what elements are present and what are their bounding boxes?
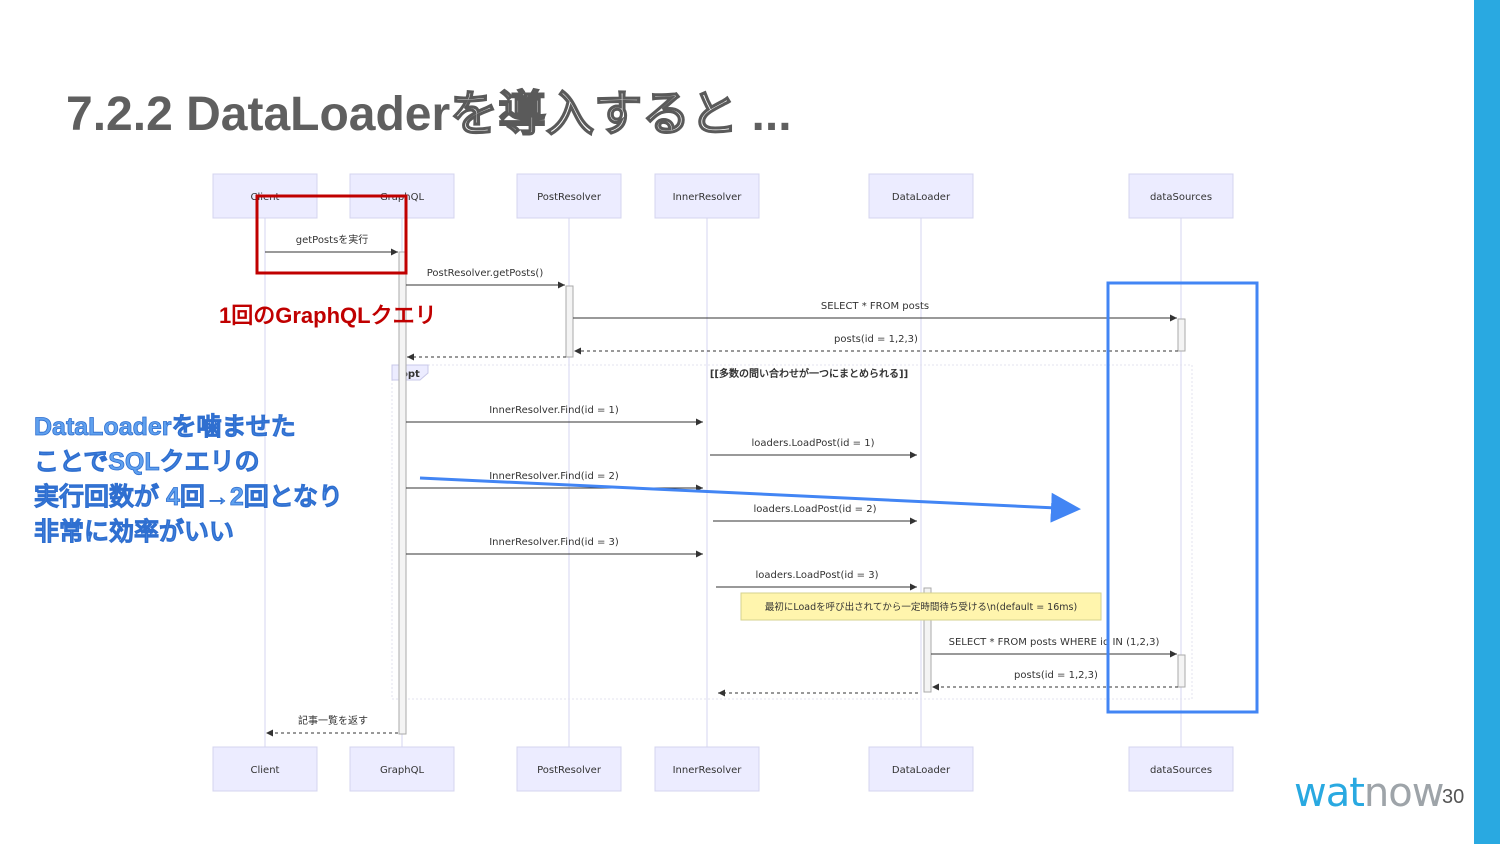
red-highlight-box <box>255 194 408 275</box>
blue-highlight-box <box>1106 281 1259 714</box>
blue-annotation-line: 非常に効率がいい <box>34 518 235 547</box>
blue-annotation-line: DataLoaderを噛ませた <box>34 413 297 442</box>
accent-sidebar <box>1474 0 1500 844</box>
opt-condition: [[多数の問い合わせが一つにまとめられる]] <box>710 367 908 380</box>
participant-label: DataLoader <box>892 765 951 776</box>
participant-label: dataSources <box>1150 765 1212 776</box>
message-label: loaders.LoadPost(id = 3) <box>756 570 879 581</box>
title-jp: を導入すると <box>449 86 739 142</box>
blue-annotation-line: ことでSQLクエリの <box>34 448 260 477</box>
participant-label: InnerResolver <box>673 192 743 203</box>
opt-label: opt <box>401 369 420 380</box>
participant-label: PostResolver <box>537 765 602 776</box>
participant-label: dataSources <box>1150 192 1212 203</box>
title-prefix: 7.2.2 DataLoader <box>66 88 451 141</box>
message-label: posts(id = 1,2,3) <box>834 334 918 345</box>
activations <box>398 251 1186 735</box>
red-annotation: 1回のGraphQLクエリ <box>219 303 437 328</box>
slide-title: 7.2.2 DataLoaderを導入すると ... <box>66 88 792 141</box>
participant-box <box>349 746 455 792</box>
participant-box <box>868 173 974 219</box>
timing-note: 最初にLoadを呼び出されてから一定時間待ち受ける\n(default = 16… <box>740 592 1102 621</box>
blue-annotation: DataLoaderを噛ませた ことでSQLクエリの 実行回数が 4回→2回とな… <box>34 410 344 550</box>
participant-label: PostResolver <box>537 192 602 203</box>
logo-now: now <box>1363 770 1445 816</box>
participant-label: DataLoader <box>892 192 951 203</box>
participant-box <box>516 746 622 792</box>
message-label: InnerResolver.Find(id = 3) <box>489 537 619 548</box>
page-number: 30 <box>1442 786 1465 808</box>
blue-annotation-line: 実行回数が 4回→2回となり <box>34 483 344 512</box>
participant-label: GraphQL <box>380 765 425 776</box>
message-label: 記事一覧を返す <box>298 714 368 727</box>
watnow-logo: watnow <box>1294 770 1445 816</box>
participant-box <box>1128 746 1234 792</box>
participant-box <box>654 173 760 219</box>
participants-bottom: Client GraphQL PostResolver InnerResolve… <box>212 746 1234 792</box>
title-suffix: ... <box>738 88 792 141</box>
logo-wat: wat <box>1294 770 1365 816</box>
message-label: posts(id = 1,2,3) <box>1014 670 1098 681</box>
message-label: InnerResolver.Find(id = 2) <box>489 471 619 482</box>
blue-arrow <box>419 476 1081 523</box>
message-label: SELECT * FROM posts <box>821 301 929 312</box>
participant-label: Client <box>251 765 280 776</box>
participant-box <box>654 746 760 792</box>
participant-box <box>516 173 622 219</box>
message-label: getPostsを実行 <box>296 233 369 246</box>
message-label: SELECT * FROM posts WHERE id IN (1,2,3) <box>949 637 1160 648</box>
note-text: 最初にLoadを呼び出されてから一定時間待ち受ける\n(default = 16… <box>765 601 1077 613</box>
participant-box <box>1128 173 1234 219</box>
message-label: PostResolver.getPosts() <box>427 268 544 279</box>
message-label: loaders.LoadPost(id = 1) <box>752 438 875 449</box>
message-label: InnerResolver.Find(id = 1) <box>489 405 619 416</box>
messages: getPostsを実行 PostResolver.getPosts() SELE… <box>265 233 1178 737</box>
participant-box <box>212 746 318 792</box>
message-label: loaders.LoadPost(id = 2) <box>754 504 877 515</box>
participant-label: InnerResolver <box>673 765 743 776</box>
participant-box <box>868 746 974 792</box>
